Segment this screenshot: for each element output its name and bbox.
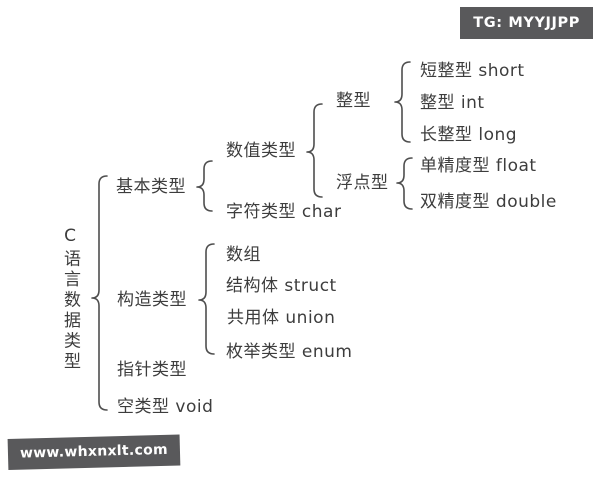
node-void-type: 空类型 void: [117, 397, 214, 417]
root-label: C语言数据类型: [60, 226, 80, 373]
website-badge: www.whxnxlt.com: [7, 434, 181, 470]
telegram-badge: TG: MYYJJPP: [460, 7, 593, 39]
node-integer-type: 整型: [336, 91, 371, 111]
leaf-enum: 枚举类型 enum: [226, 342, 353, 362]
leaf-struct: 结构体 struct: [226, 276, 337, 296]
brace-floating-type: [396, 157, 413, 210]
leaf-float: 单精度型 float: [420, 156, 537, 176]
leaf-double: 双精度型 double: [420, 192, 557, 212]
node-pointer-type: 指针类型: [117, 360, 187, 380]
node-constructed-type: 构造类型: [117, 290, 187, 310]
node-numeric-type: 数值类型: [226, 141, 296, 161]
node-floating-type: 浮点型: [336, 173, 389, 193]
brace-root: [91, 175, 108, 411]
node-basic-type: 基本类型: [116, 177, 186, 197]
brace-basic-type: [196, 160, 213, 212]
leaf-short: 短整型 short: [420, 61, 525, 81]
leaf-array: 数组: [226, 245, 261, 265]
brace-numeric-type: [306, 103, 323, 198]
leaf-long: 长整型 long: [420, 125, 518, 145]
leaf-int: 整型 int: [420, 93, 485, 113]
leaf-union: 共用体 union: [227, 308, 336, 328]
brace-integer-type: [394, 61, 411, 143]
node-char-type: 字符类型 char: [226, 202, 342, 222]
brace-constructed-type: [198, 243, 215, 355]
